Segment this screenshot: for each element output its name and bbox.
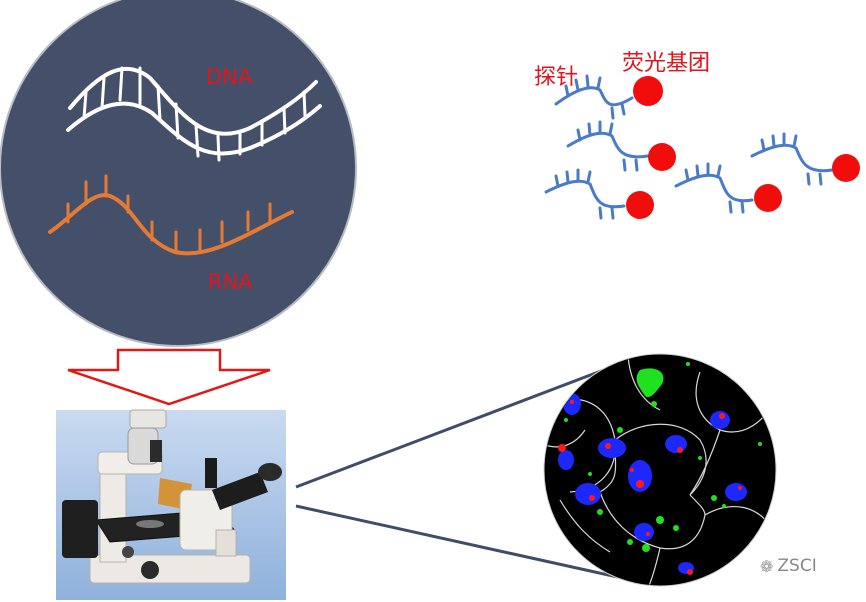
probe-3: [544, 168, 654, 220]
probe-1: [554, 74, 663, 120]
dna-strand: [66, 66, 322, 162]
fluorophore-label: 荧光基团: [622, 51, 710, 76]
zoom-connector-lines: [295, 361, 623, 580]
watermark: ❁ ZSCI: [760, 556, 817, 576]
microscope-image: [56, 409, 286, 600]
dna-label: DNA: [206, 65, 253, 89]
probe-4: [674, 162, 782, 214]
watermark-text: ZSCI: [777, 556, 817, 576]
fluorophore-dot: [626, 191, 654, 219]
probe-label: 探针: [534, 65, 578, 90]
rna-strand: [48, 174, 294, 256]
fluorophore-dot: [648, 143, 676, 171]
nucleic-acid-circle: [0, 0, 357, 347]
probe-5: [750, 132, 860, 186]
fluorophore-dot: [832, 154, 860, 182]
wechat-icon: ❁: [760, 556, 774, 576]
probe-2: [566, 120, 676, 172]
rna-label: RNA: [208, 270, 253, 294]
fluorophore-dot: [754, 184, 782, 212]
down-arrow-icon: [67, 348, 271, 406]
fluorescence-micrograph: [543, 353, 777, 587]
fluorophore-dot: [633, 76, 663, 106]
